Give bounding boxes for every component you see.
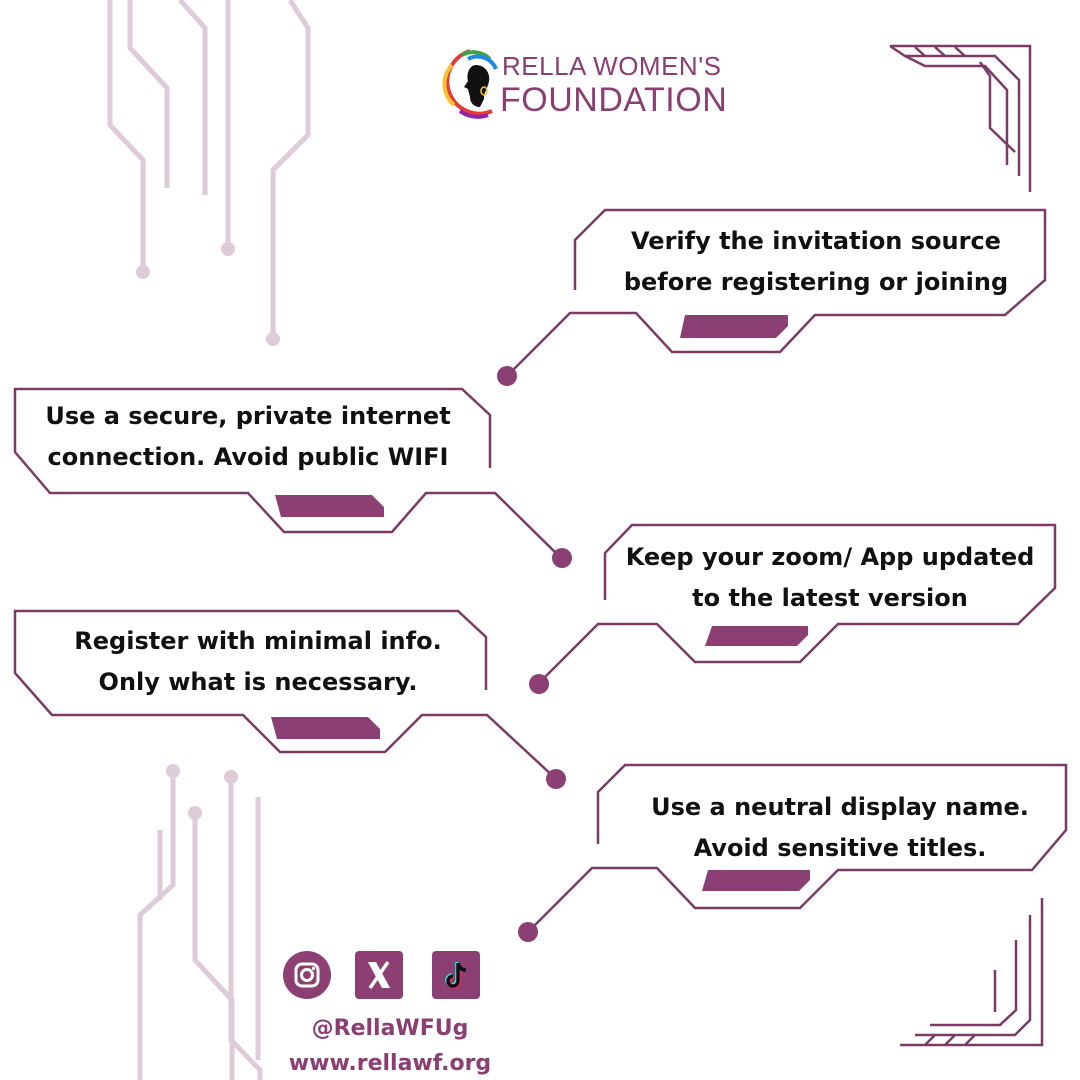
website-link[interactable]: www.rellawf.org <box>288 1051 492 1076</box>
tip-keep-app-updated: Keep your zoom/ App updated to the lates… <box>610 537 1050 619</box>
tip-minimal-info: Register with minimal info. Only what is… <box>28 621 488 703</box>
tip-text-line: to the latest version <box>692 584 968 612</box>
tip-secure-connection: Use a secure, private internet connectio… <box>18 396 478 478</box>
callout-frame-5 <box>518 763 1068 942</box>
woman-silhouette-logo-icon <box>442 49 498 119</box>
circuit-lines-bottom-left <box>137 771 263 1080</box>
x-icon[interactable] <box>355 951 403 999</box>
circuit-lines-top-left <box>107 0 311 338</box>
tiktok-icon[interactable] <box>432 951 480 999</box>
circuit-corner-top-right <box>889 44 1032 192</box>
foundation-logo: RELLA WOMEN'S FOUNDATION <box>440 45 750 125</box>
instagram-icon[interactable] <box>283 951 331 999</box>
social-handle: @RellaWFUg <box>311 1016 469 1041</box>
callout-frame-4 <box>13 609 566 789</box>
circuit-corner-bottom-right <box>900 898 1044 1047</box>
callout-frame-1 <box>497 208 1047 386</box>
callout-frame-3 <box>529 523 1057 694</box>
brand-name-line1: RELLA WOMEN'S <box>502 51 722 81</box>
tip-text-line: connection. Avoid public WIFI <box>47 443 449 471</box>
tip-text-line: Register with minimal info. <box>74 627 442 655</box>
tip-text-line: before registering or joining <box>623 268 1009 296</box>
brand-name-line2: FOUNDATION <box>500 81 728 119</box>
tip-text-line: Verify the invitation source <box>631 227 1001 255</box>
tip-neutral-display-name: Use a neutral display name. Avoid sensit… <box>620 787 1060 869</box>
tip-text-line: Use a neutral display name. <box>651 793 1029 821</box>
callout-frame-2 <box>13 387 572 568</box>
tip-text-line: Only what is necessary. <box>98 668 418 696</box>
tip-verify-invitation: Verify the invitation source before regi… <box>596 221 1036 303</box>
tip-text-line: Avoid sensitive titles. <box>693 834 987 862</box>
tip-text-line: Use a secure, private internet <box>45 402 451 430</box>
tip-text-line: Keep your zoom/ App updated <box>625 543 1035 571</box>
